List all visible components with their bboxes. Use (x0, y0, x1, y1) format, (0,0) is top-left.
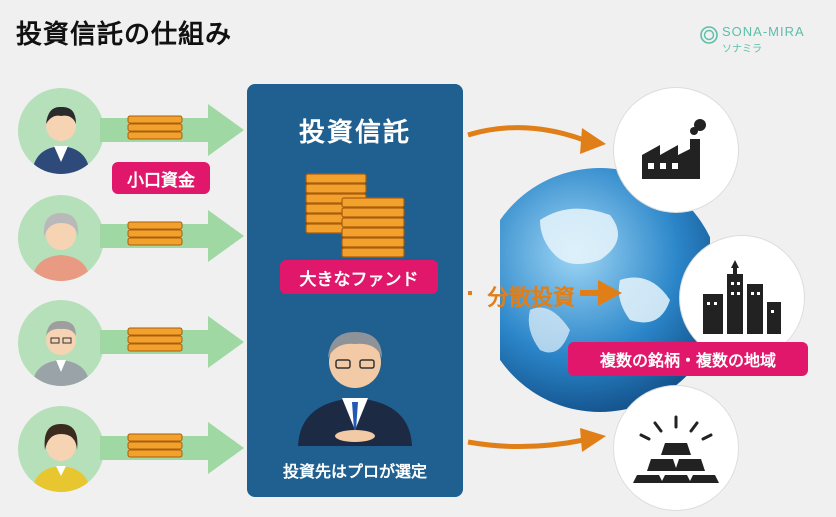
cash-bundle-icon (127, 221, 183, 246)
logo-icon (700, 26, 718, 44)
big-fund-label: 大きなファンド (280, 260, 438, 294)
cash-bundle-icon (127, 115, 183, 140)
money-stack-icon (305, 173, 405, 258)
logo-kana: ソナミラ (722, 44, 762, 55)
investor-woman-icon (18, 406, 104, 492)
investor-woman-elderly-icon (18, 195, 104, 281)
factory-target (614, 88, 738, 212)
small-funds-label: 小口資金 (112, 162, 210, 194)
gold-bars-icon (633, 415, 719, 483)
fund-manager-icon (298, 332, 412, 446)
gold-target (614, 386, 738, 510)
diversify-label: 分散投資 (487, 286, 576, 311)
investor-man-elderly-icon (18, 300, 104, 386)
brand-logo: SONA-MIRA ソナミラ (700, 22, 820, 62)
city-target (680, 236, 804, 360)
page-title: 投資信託の仕組み (16, 20, 233, 50)
factory-icon (642, 119, 706, 179)
cash-bundle-icon (127, 327, 183, 352)
city-buildings-icon (703, 260, 781, 334)
fund-box-title: 投資信託 (298, 118, 411, 148)
investment-arrows (467, 125, 622, 452)
investor-man-icon (18, 88, 104, 174)
multi-assets-label: 複数の銘柄・複数の地域 (568, 342, 808, 376)
cash-bundle-icon (127, 433, 183, 458)
logo-name: SONA-MIRA (722, 24, 805, 39)
pro-selects-caption: 投資先はプロが選定 (282, 462, 427, 481)
